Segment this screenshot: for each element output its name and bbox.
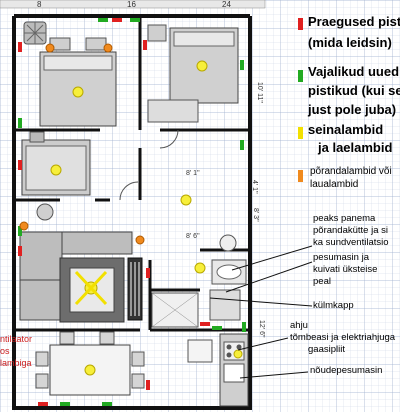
floor-lamp xyxy=(135,235,145,245)
top-ruler xyxy=(0,0,266,9)
legend-floor-lamps-line2: laualambid xyxy=(310,179,359,190)
existing-outlet xyxy=(143,40,147,50)
dim-label-3: 4' 1" xyxy=(251,180,258,194)
left-note-line2: os xyxy=(0,346,10,356)
left-note-line3: lambiga xyxy=(0,358,32,368)
legend-new-line1: Vajalikud uued xyxy=(308,64,400,79)
existing-outlet xyxy=(146,268,150,278)
legend-swatch-floor-lamps xyxy=(298,170,303,182)
note-stove-line3: gaasipliit xyxy=(308,344,345,355)
floor-lamp xyxy=(19,221,29,231)
new-outlet xyxy=(98,18,108,22)
kitchen-sink xyxy=(223,363,245,383)
ceiling-lamp xyxy=(196,60,208,72)
dim-label-6: 12' 6" xyxy=(258,320,265,338)
note-washer-line3: peal xyxy=(313,276,331,287)
note-floor-heating-line3: ka sundventilatsio xyxy=(313,237,389,248)
existing-outlet xyxy=(38,402,48,406)
new-outlet xyxy=(242,322,246,332)
new-outlet xyxy=(240,140,244,150)
fridge xyxy=(187,339,213,363)
note-dishwasher: nõudepesumasin xyxy=(310,365,383,376)
new-outlet xyxy=(212,326,222,330)
existing-outlet xyxy=(112,18,122,22)
ceiling-lamp xyxy=(84,364,96,376)
side-table xyxy=(36,203,54,221)
bathroom xyxy=(151,234,247,328)
legend-lamps-line1: seinalambid xyxy=(308,122,384,137)
legend-swatch-existing xyxy=(298,18,303,30)
legend-swatch-lamps xyxy=(298,127,303,139)
legend-existing-line2: (mida leidsin) xyxy=(308,35,392,50)
sofa-top xyxy=(61,231,133,255)
dim-label-1: 10' 11" xyxy=(256,82,263,103)
ceiling-lamp xyxy=(180,194,192,206)
legend-lamps-line2: ja laelambid xyxy=(318,140,393,155)
existing-outlet xyxy=(146,380,150,390)
hallway xyxy=(119,129,179,201)
dimension-labels: 10' 11" 8' 1" 4' 1" 8' 3" 8' 6" 12' 6" xyxy=(186,82,265,338)
note-floor-heating-line2: põrandakütte ja si xyxy=(313,225,388,236)
dining-area xyxy=(35,331,145,396)
note-floor-heating-line1: peaks panema xyxy=(313,213,376,224)
laundry xyxy=(209,289,241,321)
legend-new-line2: pistikud (kui sea xyxy=(308,83,400,98)
outer-walls xyxy=(12,14,252,410)
dim-label-2: 8' 1" xyxy=(186,170,200,177)
living-room xyxy=(19,203,143,323)
ceiling-lamp xyxy=(194,262,206,274)
dim-label-4: 8' 3" xyxy=(252,208,259,222)
new-outlet xyxy=(60,402,70,406)
ruler-mark-24: 24 xyxy=(222,0,231,9)
new-outlet xyxy=(130,18,140,22)
existing-outlet xyxy=(200,322,210,326)
dim-label-5: 8' 6" xyxy=(186,233,200,240)
note-washer-line1: pesumasin ja xyxy=(313,252,369,263)
inner-walls xyxy=(14,16,250,332)
ceiling-lamp xyxy=(50,164,62,176)
toilet xyxy=(219,234,237,252)
new-outlet xyxy=(18,226,22,236)
table-lamp xyxy=(103,43,113,53)
left-note-line1: ntilaator xyxy=(0,334,33,344)
dresser xyxy=(147,99,199,123)
new-outlet xyxy=(18,118,22,128)
note-stove-line1: ahju xyxy=(290,320,308,331)
note-stove-line2: tõmbeasi ja elektriahjuga xyxy=(290,332,396,343)
sofa-left xyxy=(19,231,63,281)
existing-outlet xyxy=(18,42,22,52)
new-outlet xyxy=(102,402,112,406)
ruler-mark-8: 8 xyxy=(37,0,42,9)
legend-new-line3: just pole juba) xyxy=(308,102,397,117)
existing-outlet xyxy=(18,246,22,256)
legend-swatch-new xyxy=(298,70,303,82)
marker-layer xyxy=(18,18,246,406)
ceiling-fan-lamp xyxy=(74,270,108,306)
note-fridge: külmkapp xyxy=(313,300,354,311)
note-washer-line2: kuivati üksteise xyxy=(313,264,378,275)
note-leaders xyxy=(209,245,313,379)
legend-floor-lamps-line1: põrandalambid või xyxy=(310,166,392,177)
legend-existing-line1: Praegused pistik xyxy=(308,14,400,29)
bedroom-left xyxy=(21,21,117,196)
new-outlet xyxy=(240,60,244,70)
ruler-mark-16: 16 xyxy=(127,0,136,9)
wall-lamp xyxy=(233,349,243,359)
ceiling-lamp xyxy=(72,86,84,98)
table-lamp xyxy=(45,43,55,53)
existing-outlet xyxy=(18,160,22,170)
